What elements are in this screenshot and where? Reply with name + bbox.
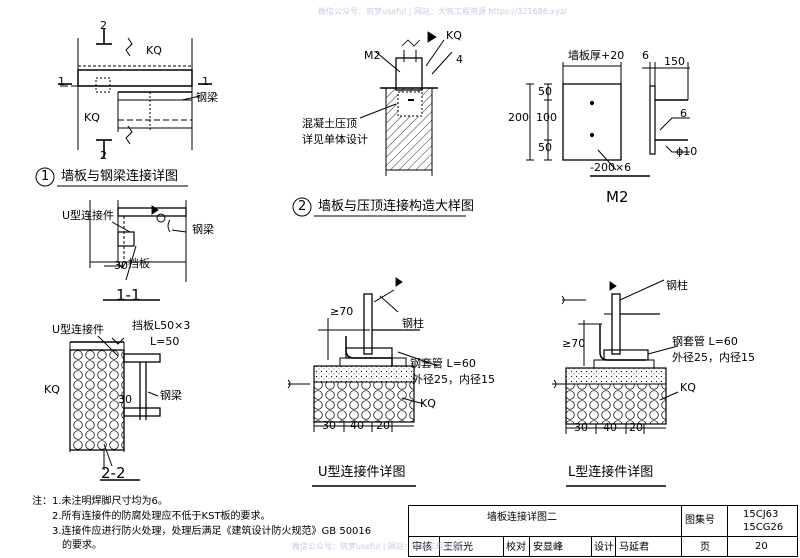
- u-dim-30: 30: [322, 419, 336, 432]
- s11-title: 1-1: [116, 286, 141, 304]
- notes-heading: 注：: [32, 496, 52, 507]
- l-kq: KQ: [680, 381, 696, 394]
- designer-name: 马延君: [619, 542, 649, 553]
- section-1-label-right: 1: [202, 75, 209, 88]
- m2-dim-50a: 50: [538, 85, 552, 98]
- steel-beam-label: 钢梁: [196, 91, 218, 104]
- detail2-number: 2: [298, 199, 307, 214]
- m2-weld-size: 6: [680, 107, 687, 120]
- m2-callout: M2: [364, 49, 381, 62]
- s11-dim-30: 30: [114, 259, 128, 272]
- detail1-number: 1: [41, 169, 50, 184]
- section-2-2: [69, 335, 161, 481]
- detail1-title: 墙板与钢梁连接详图: [61, 169, 179, 184]
- s11-stop-plate: 挡板: [128, 257, 150, 270]
- section-2-label-bottom: 2: [100, 149, 107, 162]
- page-label: 页: [700, 542, 710, 553]
- s11-u-connector: U型连接件: [62, 209, 115, 222]
- l-sleeve-1: 钢套管 L=60: [672, 335, 738, 348]
- s11-steel-beam: 钢梁: [192, 223, 214, 236]
- m2-title: M2: [606, 188, 629, 206]
- section-1-label-left: 1: [58, 75, 65, 88]
- note-1: 1.未注明焊脚尺寸均为6。: [52, 496, 168, 507]
- m2-dim-50b: 50: [538, 141, 552, 154]
- m2-dim-100: 100: [536, 111, 557, 124]
- m2-plate-label: -200×6: [590, 161, 632, 174]
- m2-plate: [526, 62, 690, 177]
- checker-name: 安显峰: [533, 542, 563, 553]
- note-2: 2.所有连接件的防腐处理应不低于KST板的要求。: [52, 511, 271, 522]
- s22-stop-plate-2: L=50: [150, 335, 180, 348]
- section-2-label-top: 2: [100, 19, 107, 32]
- l-dim-30: 30: [574, 421, 588, 434]
- u-connector-detail: [288, 289, 439, 487]
- l-dim-70: ≥70: [562, 337, 586, 350]
- s22-steel-beam: 钢梁: [160, 389, 182, 402]
- weld-symbols: [151, 31, 617, 389]
- m2-bar-label: ϕ10: [676, 145, 698, 158]
- m2-dim-150: 150: [664, 55, 685, 68]
- u-kq: KQ: [420, 397, 436, 410]
- watermark-top: 微信公众号：筑梦useful | 网站：大筑工程资源 https://32168…: [318, 7, 567, 16]
- reviewer-name: 王新光: [443, 542, 473, 553]
- detail2-weld-size: 4: [456, 53, 463, 66]
- review-label: 审核: [412, 542, 432, 553]
- l-dim-40: 40: [603, 421, 617, 434]
- m2-width-note: 墙板厚+20: [568, 49, 625, 62]
- page-number: 20: [755, 541, 768, 552]
- u-detail-title: U型连接件详图: [318, 465, 406, 480]
- title-block: 墙板连接详图二 图集号 15CJ63 15CG26 审核 王新光 校对 安显峰 …: [408, 505, 798, 557]
- u-sleeve-1: 钢套管 L=60: [410, 357, 476, 370]
- u-dim-40: 40: [350, 419, 364, 432]
- note-3-cont: 的要求。: [62, 540, 102, 551]
- coping-note-line1: 混凝土压顶: [302, 117, 357, 130]
- s22-kq: KQ: [44, 383, 60, 396]
- u-dim-20: 20: [376, 419, 390, 432]
- kq-left-label: KQ: [84, 111, 100, 124]
- detail2-title: 墙板与压顶连接构造大样图: [318, 199, 475, 214]
- u-sleeve-2: 外径25，内径15: [412, 373, 495, 386]
- l-sleeve-2: 外径25，内径15: [672, 351, 755, 364]
- section-1-1: [89, 200, 187, 301]
- drawing-title: 墙板连接详图二: [487, 512, 557, 523]
- m2-dim-200: 200: [508, 111, 529, 124]
- s22-dim-30: 30: [118, 393, 132, 406]
- detail1-plan: [35, 28, 212, 187]
- atlas-no-1: 15CJ63: [743, 509, 779, 520]
- kq-top-label: KQ: [146, 44, 162, 57]
- l-dim-20: 20: [629, 421, 643, 434]
- s22-stop-plate-1: 挡板L50×3: [132, 319, 191, 332]
- note-3: 3.连接件应进行防火处理，处理后满足《建筑设计防火规范》GB 50016: [52, 526, 372, 537]
- u-dim-70: ≥70: [330, 305, 354, 318]
- s22-u-connector: U型连接件: [52, 323, 105, 336]
- design-label: 设计: [594, 542, 614, 553]
- l-connector-detail: [552, 279, 679, 487]
- detail2-kq-label: KQ: [446, 29, 462, 42]
- watermark-bottom: 微信公众号：筑梦useful | 网站：大筑工程资源: [292, 542, 461, 551]
- coping-note-line2: 详见单体设计: [302, 133, 368, 146]
- check-label: 校对: [506, 542, 526, 553]
- l-detail-title: L型连接件详图: [568, 465, 654, 480]
- atlas-label: 图集号: [685, 515, 715, 526]
- detail2-coping: [292, 39, 466, 217]
- s22-title: 2-2: [101, 464, 126, 482]
- atlas-no-2: 15CG26: [743, 522, 784, 533]
- u-column: 钢柱: [402, 317, 424, 330]
- l-column: 钢柱: [666, 279, 688, 292]
- m2-dim-6: 6: [642, 49, 649, 62]
